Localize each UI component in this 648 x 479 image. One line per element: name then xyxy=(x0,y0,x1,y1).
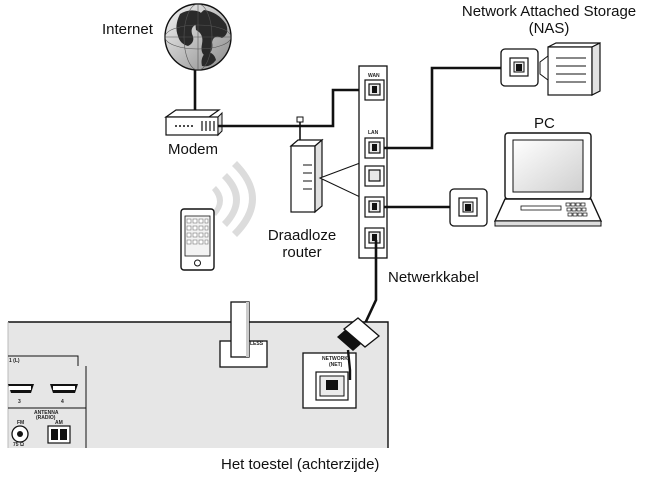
edge-label-fragment: 1 (L) xyxy=(9,358,20,364)
nas-port-box xyxy=(500,48,539,87)
wireless-label-fragment: LESS xyxy=(250,341,264,347)
nas-label-line2: (NAS) xyxy=(528,20,570,37)
modem-label: Modem xyxy=(168,141,219,158)
router-label-line2: router xyxy=(282,244,322,261)
wan-label: WAN xyxy=(368,73,380,79)
wifi-signal-icon xyxy=(212,161,256,237)
hdmi-3-label: 3 xyxy=(18,399,21,405)
internet-label: Internet xyxy=(102,21,153,38)
cable-lan-device xyxy=(360,240,378,331)
nas-label: Network Attached Storage (NAS) xyxy=(452,3,646,37)
cable-label: Netwerkkabel xyxy=(388,269,479,286)
cable-lan-nas xyxy=(384,66,514,150)
router-label-line1: Draadloze xyxy=(267,227,337,244)
network-port-label: NETWORK xyxy=(322,356,348,362)
nas-label-line1: Network Attached Storage xyxy=(461,3,637,20)
am-label: AM xyxy=(55,420,63,426)
device-label: Het toestel (achterzijde) xyxy=(221,456,380,473)
antenna-terminals: ANTENNA (RADIO) FM AM 75 Ω xyxy=(11,410,71,448)
network-port-sub-label: (NET) xyxy=(329,362,343,368)
cable-modem-wan xyxy=(218,88,372,128)
tablet-icon xyxy=(180,208,215,271)
ethernet-plug-icon xyxy=(337,317,381,380)
pc-port-box xyxy=(449,188,488,227)
device-antenna: LESS xyxy=(219,301,268,368)
lan-label: LAN xyxy=(368,130,379,136)
pc-icon xyxy=(493,132,603,227)
wireless-router-icon xyxy=(289,116,324,214)
fm-label: FM xyxy=(17,420,24,426)
fm-impedance-label: 75 Ω xyxy=(13,442,24,448)
hdmi-ports: 1 (L) 3 4 xyxy=(8,355,87,448)
device-rear-panel: LESS 1 (L) 3 4 ANTENNA (RADIO) FM AM 75 … xyxy=(7,301,389,448)
antenna-sub-label: (RADIO) xyxy=(36,415,56,421)
device-network-port: NETWORK (NET) xyxy=(302,352,357,409)
antenna-label: ANTENNA xyxy=(34,410,59,416)
router-plugs xyxy=(372,86,377,241)
lan-port-2 xyxy=(364,165,385,187)
globe-icon xyxy=(164,3,232,71)
nas-icon xyxy=(539,42,601,96)
hdmi-4-label: 4 xyxy=(61,399,64,405)
router-callout xyxy=(318,162,361,198)
router-label: Draadloze router xyxy=(262,227,342,261)
modem-icon xyxy=(164,109,223,137)
pc-label: PC xyxy=(534,115,555,132)
